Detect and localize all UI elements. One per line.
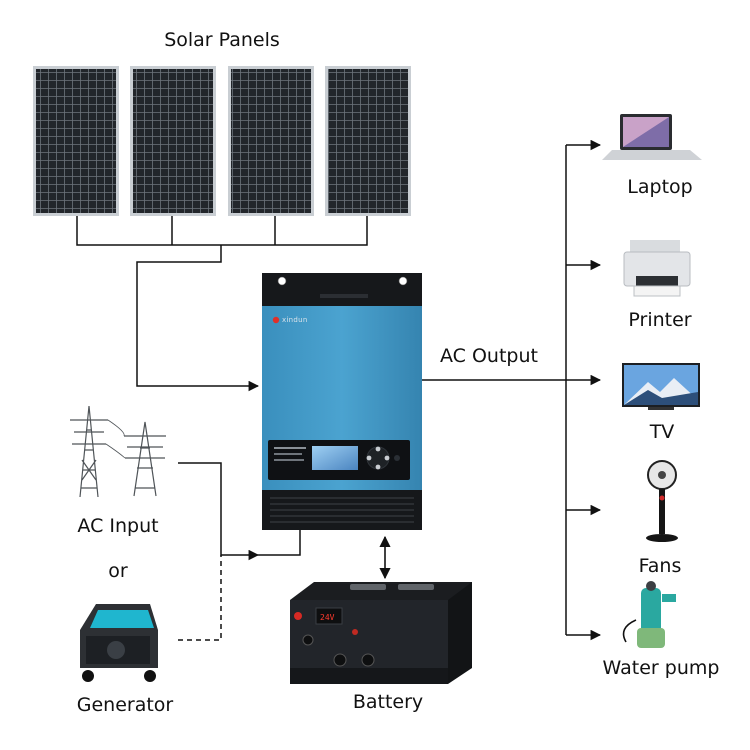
solar-panel-array: [33, 66, 411, 216]
generator-label: Generator: [76, 694, 174, 716]
battery-display-readout: 24V: [320, 613, 335, 622]
panel-wiring: [76, 216, 368, 392]
ac-output-wiring: [422, 139, 602, 641]
load-label-water-pump: Water pump: [602, 657, 720, 679]
brand-logo-icon: [272, 316, 280, 324]
power-tower-icon: [70, 405, 166, 498]
hybrid-inverter: [262, 273, 422, 530]
solar-panel: [325, 66, 411, 216]
ac-input-label: AC Input: [77, 515, 159, 537]
load-label-fans: Fans: [638, 555, 682, 577]
load-label-printer: Printer: [628, 309, 692, 331]
tv-icon: [622, 363, 700, 410]
laptop-icon: [602, 114, 702, 160]
ac-input-wiring: [178, 462, 301, 641]
battery-icon: [290, 582, 472, 684]
battery-label: Battery: [352, 691, 424, 713]
inverter-display: [312, 446, 358, 470]
printer-icon: [623, 240, 691, 297]
solar-panel: [130, 66, 216, 216]
solar-panel: [33, 66, 119, 216]
water-pump-icon: [622, 581, 676, 648]
solar-panel: [228, 66, 314, 216]
load-label-tv: TV: [649, 421, 675, 443]
fan-icon: [646, 460, 678, 542]
generator-icon: [80, 604, 158, 682]
or-label: or: [108, 560, 128, 582]
load-label-laptop: Laptop: [627, 176, 693, 198]
solar-panels-label: Solar Panels: [164, 29, 280, 51]
inverter-brand-text: xindun: [282, 316, 308, 324]
ac-output-label: AC Output: [440, 345, 538, 367]
